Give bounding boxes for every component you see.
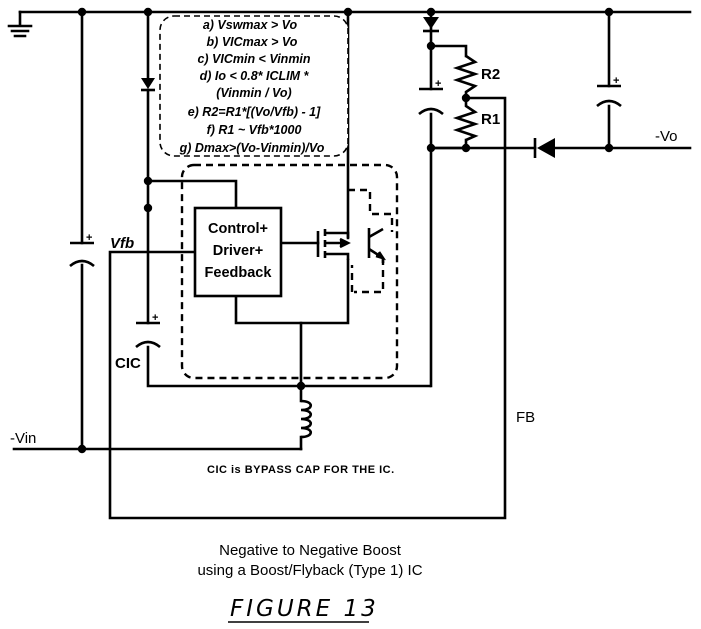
junction-dot	[296, 381, 306, 391]
fb-label: FB	[516, 409, 535, 426]
inductor	[300, 399, 313, 439]
junction-dot	[77, 7, 87, 17]
output-capacitor-2	[596, 84, 622, 108]
junction-dot	[461, 93, 471, 103]
vfb-wire	[108, 96, 507, 520]
equations-box-dashed	[159, 15, 349, 157]
caption-line2: using a Boost/Flyback (Type 1) IC	[197, 562, 422, 579]
equation-a: a) Vswmax > Vo	[203, 18, 298, 32]
junction-dot	[143, 7, 153, 17]
vin-label: -Vin	[10, 430, 36, 447]
junction-dot	[604, 7, 614, 17]
r1-resistor	[452, 98, 480, 142]
out-cap1-plus: +	[435, 78, 441, 90]
input-cap-plus: +	[86, 232, 92, 244]
equation-b: b) VICmax > Vo	[207, 35, 298, 49]
r1-label: R1	[481, 111, 500, 128]
junction-dot	[77, 444, 87, 454]
vo-label: -Vo	[655, 128, 678, 145]
junction-dot	[604, 143, 614, 153]
cic-capacitor	[135, 321, 161, 349]
control-label-line2: Driver+	[213, 243, 263, 259]
junction-dot	[461, 143, 471, 153]
r2-label: R2	[481, 66, 500, 83]
equation-d: d) Io < 0.8* ICLIM *	[200, 69, 310, 83]
ic-boundary-dashed	[180, 163, 399, 380]
control-label-line1: Control+	[208, 221, 268, 237]
cic-label: CIC	[115, 355, 141, 372]
out-cap2-plus: +	[613, 75, 619, 87]
cic-diode	[141, 78, 155, 92]
equation-e: e) R2=R1*[(Vo/Vfb) - 1]	[188, 105, 321, 119]
output-diode	[533, 138, 555, 158]
equation-g: g) Dmax>(Vo-Vinmin)/Vo	[179, 141, 325, 155]
vfb-label: Vfb	[110, 235, 134, 252]
junction-dot	[143, 203, 153, 213]
junction-dot	[143, 176, 153, 186]
bjt-transistor	[367, 227, 387, 263]
junction-dot	[426, 41, 436, 51]
junction-dot	[426, 143, 436, 153]
r-divider-top-wire	[429, 44, 468, 58]
equation-c: c) VICmin < Vinmin	[197, 52, 310, 66]
mosfet-switch	[316, 229, 351, 260]
junction-dot	[426, 7, 436, 17]
control-box	[193, 206, 283, 298]
input-capacitor	[69, 241, 95, 268]
cic-cap-plus: +	[152, 312, 158, 324]
junction-dots	[77, 7, 614, 454]
control-gnd-wire	[234, 258, 350, 325]
top-diode	[423, 17, 439, 33]
caption-line1: Negative to Negative Boost	[219, 542, 402, 559]
r2-resistor	[452, 54, 480, 98]
ground-symbol	[7, 10, 33, 38]
control-label-line3: Feedback	[205, 265, 273, 281]
control-supply-wire	[146, 179, 238, 210]
equation-d2: (Vinmin / Vo)	[216, 86, 291, 100]
output-capacitor-1	[418, 87, 444, 116]
figure-title: FIGURE 13	[230, 596, 379, 622]
bjt-dashed-link	[348, 188, 394, 294]
junction-dot	[343, 7, 353, 17]
equation-f: f) R1 ~ Vfb*1000	[207, 123, 302, 137]
bypass-note: CIC is BYPASS CAP FOR THE IC.	[207, 464, 395, 476]
